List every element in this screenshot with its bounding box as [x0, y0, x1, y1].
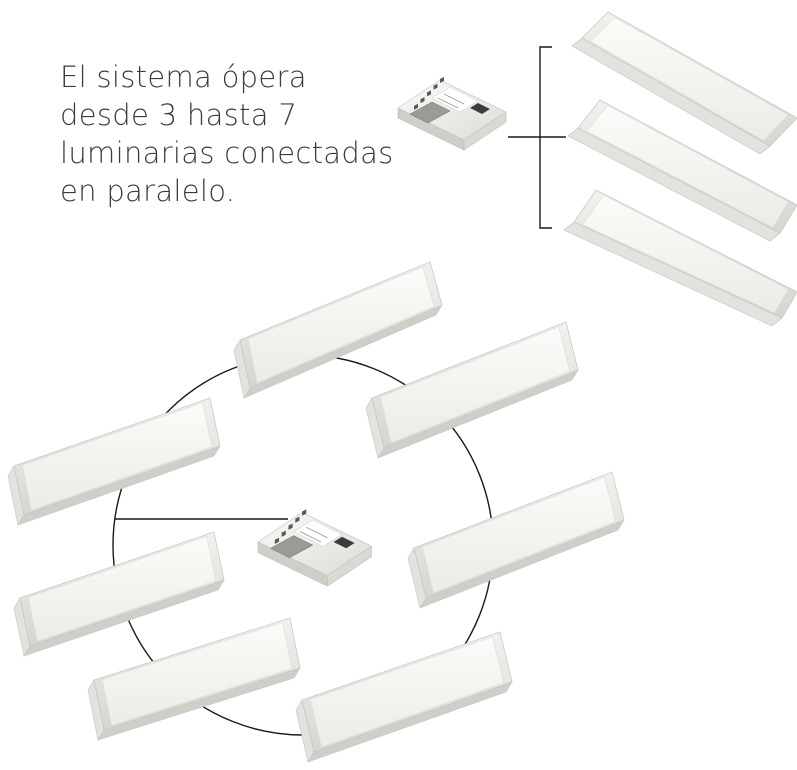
fixture-ring-7-diffuser: [310, 636, 504, 748]
fixture-ring-1-diffuser: [247, 266, 435, 384]
caption-line-2: desde 3 hasta 7: [60, 98, 298, 132]
fixture-ring-6-diffuser: [101, 622, 293, 726]
fixture-parallel-3: [563, 189, 797, 327]
parallel-wiring: [508, 46, 566, 229]
fixture-ring-5-diffuser: [27, 536, 217, 642]
fixture-ring-3: [7, 397, 221, 526]
caption-text: El sistema ópera desde 3 hasta 7 luminar…: [60, 58, 394, 210]
fixture-ring-6: [87, 617, 301, 741]
fixture-ring-5: [13, 531, 225, 657]
fixture-parallel-1: [571, 11, 797, 155]
fixture-ring-4: [407, 471, 625, 609]
fixture-parallel-1-diffuser: [590, 16, 789, 142]
driver-parallel-terminal: [409, 76, 451, 124]
fixture-parallel-2-diffuser: [586, 104, 789, 229]
fixture-parallel-2: [567, 99, 797, 242]
fixture-ring-2: [365, 321, 579, 459]
fixture-ring-4-diffuser: [422, 476, 616, 594]
fixture-ring-7: [295, 631, 513, 763]
caption-line-4: en paralelo.: [60, 174, 236, 208]
driver-parallel: [397, 76, 507, 151]
fixture-ring-3-diffuser: [21, 402, 213, 511]
fixture-parallel-3-diffuser: [582, 194, 789, 314]
caption-line-1: El sistema ópera: [60, 60, 307, 94]
fixture-ring-1: [233, 261, 443, 399]
driver-ring-terminal: [270, 509, 314, 559]
caption-line-3: luminarias conectadas: [60, 136, 394, 170]
driver-ring: [257, 509, 373, 587]
fixture-ring-2-diffuser: [379, 326, 571, 444]
